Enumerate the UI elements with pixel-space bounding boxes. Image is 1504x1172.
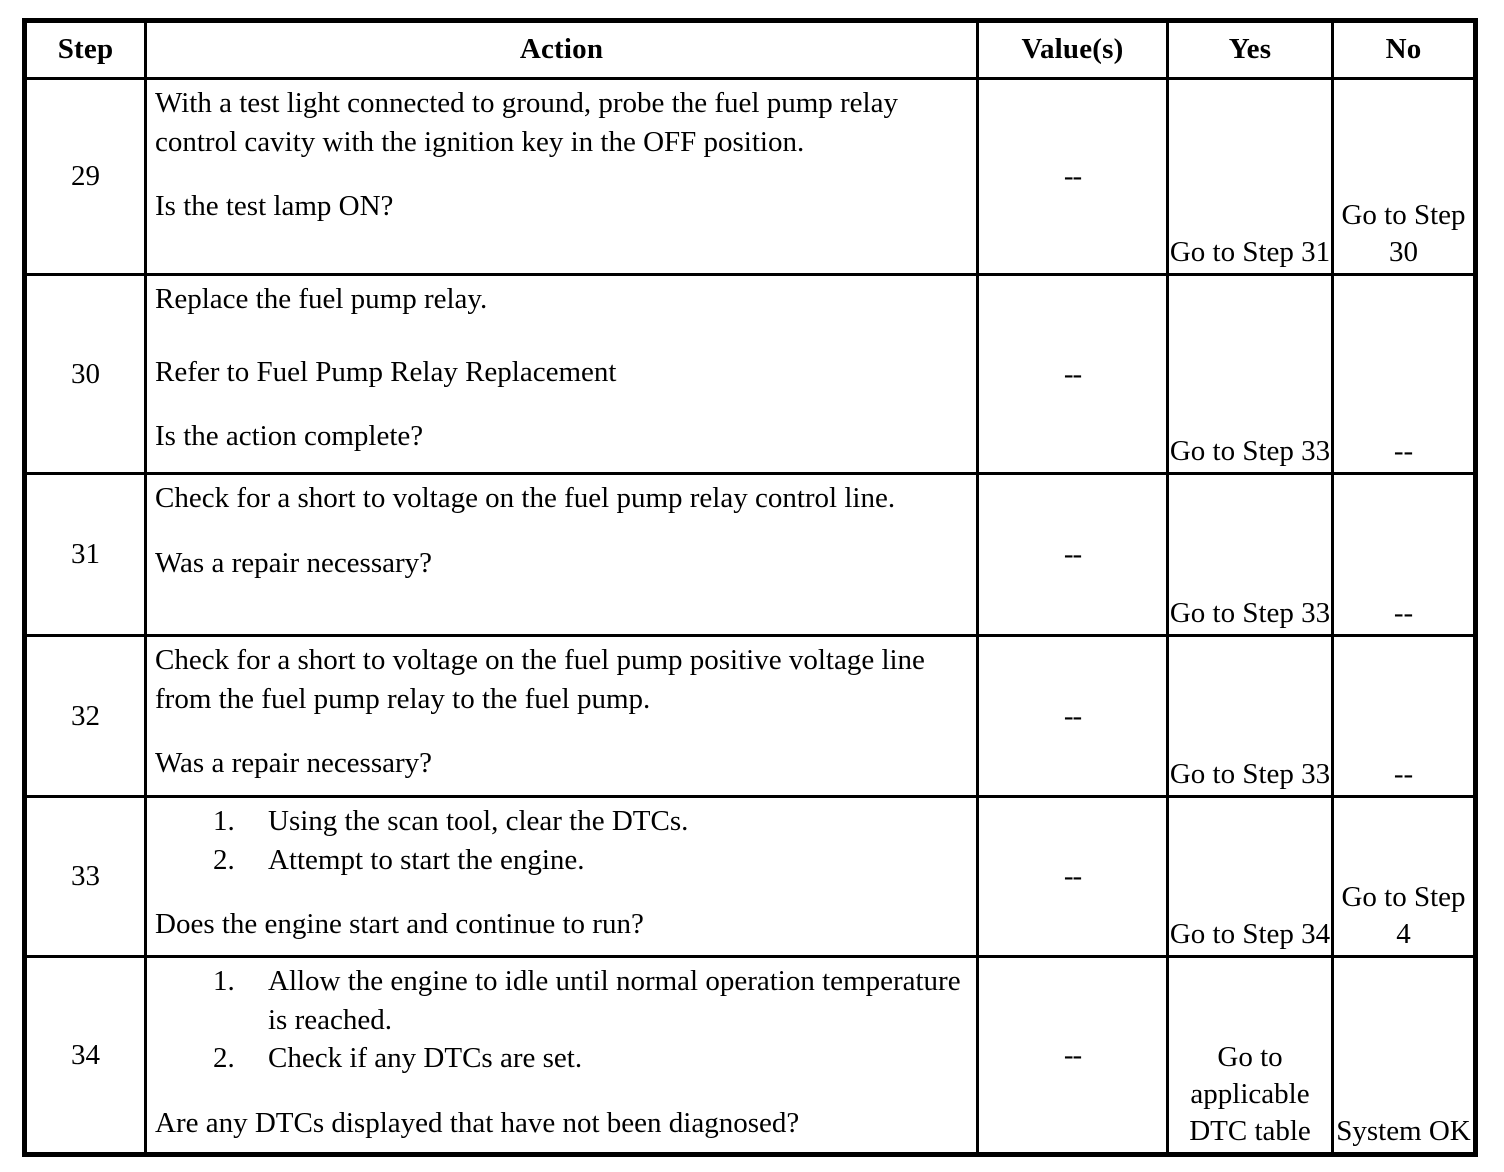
action-body: Replace the fuel pump relay. Refer to Fu… <box>155 280 970 391</box>
action-spacer <box>155 391 970 417</box>
table-row: 34 1. Allow the engine to idle until nor… <box>23 955 1477 1156</box>
action-body: With a test light connected to ground, p… <box>155 84 970 161</box>
action-ordered-list: 1. Allow the engine to idle until normal… <box>155 962 970 1078</box>
list-item-text: Allow the engine to idle until normal op… <box>268 965 961 1036</box>
table-row: 31 Check for a short to voltage on the f… <box>23 472 1477 637</box>
list-item-text: Using the scan tool, clear the DTCs. <box>268 805 689 837</box>
table-row: 33 1. Using the scan tool, clear the DTC… <box>23 795 1477 958</box>
table-body: 29 With a test light connected to ground… <box>23 77 1477 1156</box>
yes-cell: Go to Step 33 <box>1166 634 1334 798</box>
no-cell: Go to Step 4 <box>1331 795 1477 958</box>
action-body: 1. Using the scan tool, clear the DTCs. … <box>155 802 970 879</box>
action-paragraph: With a test light connected to ground, p… <box>155 87 898 158</box>
no-cell: -- <box>1331 634 1477 798</box>
value-cell: -- <box>976 472 1169 637</box>
action-spacer <box>155 161 970 187</box>
table-header: Step Action Value(s) Yes No <box>23 19 1477 80</box>
action-cell: Check for a short to voltage on the fuel… <box>144 634 979 798</box>
action-question: Was a repair necessary? <box>155 747 433 780</box>
list-marker: 2. <box>213 1042 235 1075</box>
list-item: 1. Using the scan tool, clear the DTCs. <box>155 802 970 841</box>
yes-cell: Go to Step 33 <box>1166 472 1334 637</box>
action-paragraph: Check for a short to voltage on the fuel… <box>155 644 925 715</box>
list-item: 2. Attempt to start the engine. <box>155 841 970 880</box>
action-question: Are any DTCs displayed that have not bee… <box>155 1106 800 1139</box>
list-item-text: Check if any DTCs are set. <box>268 1042 583 1075</box>
table-row: 30 Replace the fuel pump relay. Refer to… <box>23 273 1477 475</box>
action-question: Does the engine start and continue to ru… <box>155 908 644 941</box>
step-number: 33 <box>23 795 147 958</box>
list-marker: 2. <box>213 843 235 876</box>
column-header-step: Step <box>23 19 147 80</box>
action-spacer <box>155 1078 970 1104</box>
action-paragraph: Refer to Fuel Pump Relay Replacement <box>155 355 617 388</box>
list-marker: 1. <box>213 965 235 997</box>
no-cell: Go to Step 30 <box>1331 77 1477 276</box>
diagnostic-step-table: Step Action Value(s) Yes No 29 With a te… <box>22 18 1478 1157</box>
value-cell: -- <box>976 634 1169 798</box>
value-cell: -- <box>976 955 1169 1156</box>
action-cell: 1. Using the scan tool, clear the DTCs. … <box>144 795 979 958</box>
step-number: 30 <box>23 273 147 475</box>
action-paragraph: Check for a short to voltage on the fuel… <box>155 482 896 514</box>
action-body: Check for a short to voltage on the fuel… <box>155 641 970 718</box>
step-number: 32 <box>23 634 147 798</box>
yes-cell: Go to Step 34 <box>1166 795 1334 958</box>
action-spacer <box>155 718 970 744</box>
action-question: Is the test lamp ON? <box>155 190 394 223</box>
list-item: 2. Check if any DTCs are set. <box>155 1039 970 1078</box>
value-cell: -- <box>976 77 1169 276</box>
list-marker: 1. <box>213 805 235 837</box>
table-row: 29 With a test light connected to ground… <box>23 77 1477 276</box>
action-spacer <box>155 879 970 905</box>
no-cell: -- <box>1331 472 1477 637</box>
table-header-row: Step Action Value(s) Yes No <box>23 19 1477 80</box>
column-header-yes: Yes <box>1166 19 1334 80</box>
list-item-text: Attempt to start the engine. <box>268 843 585 876</box>
value-cell: -- <box>976 273 1169 475</box>
action-paragraph: Replace the fuel pump relay. <box>155 283 488 315</box>
action-body: Check for a short to voltage on the fuel… <box>155 479 970 518</box>
action-spacer <box>155 518 970 544</box>
list-item: 1. Allow the engine to idle until normal… <box>155 962 970 1039</box>
step-number: 31 <box>23 472 147 637</box>
yes-cell: Go to Step 33 <box>1166 273 1334 475</box>
column-header-value: Value(s) <box>976 19 1169 80</box>
table-row: 32 Check for a short to voltage on the f… <box>23 634 1477 798</box>
action-cell: Replace the fuel pump relay. Refer to Fu… <box>144 273 979 475</box>
action-cell: Check for a short to voltage on the fuel… <box>144 472 979 637</box>
action-question: Was a repair necessary? <box>155 546 433 579</box>
action-question: Is the action complete? <box>155 420 424 453</box>
action-body: 1. Allow the engine to idle until normal… <box>155 962 970 1078</box>
column-header-action: Action <box>144 19 979 80</box>
action-cell: 1. Allow the engine to idle until normal… <box>144 955 979 1156</box>
value-cell: -- <box>976 795 1169 958</box>
yes-cell: Go to applicable DTC table <box>1166 955 1334 1156</box>
no-cell: -- <box>1331 273 1477 475</box>
no-cell: System OK <box>1331 955 1477 1156</box>
column-header-no: No <box>1331 19 1477 80</box>
yes-cell: Go to Step 31 <box>1166 77 1334 276</box>
action-ordered-list: 1. Using the scan tool, clear the DTCs. … <box>155 802 970 879</box>
step-number: 29 <box>23 77 147 276</box>
step-number: 34 <box>23 955 147 1156</box>
action-cell: With a test light connected to ground, p… <box>144 77 979 276</box>
